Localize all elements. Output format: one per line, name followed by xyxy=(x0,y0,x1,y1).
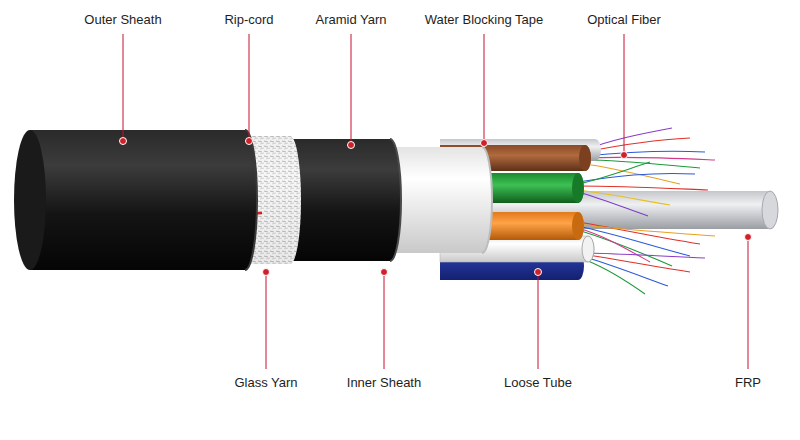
fiber xyxy=(578,190,670,205)
leader-dot xyxy=(246,138,253,145)
leader-dots xyxy=(120,138,752,276)
leader-line xyxy=(123,34,124,141)
fiber xyxy=(578,228,650,262)
fiber xyxy=(578,186,708,190)
fiber xyxy=(588,255,690,272)
leader-dot xyxy=(381,269,388,276)
fiber xyxy=(578,192,648,216)
tube-end xyxy=(572,212,584,240)
fiber xyxy=(585,151,705,156)
fiber xyxy=(578,173,695,182)
fiber xyxy=(578,226,690,256)
fiber xyxy=(588,258,668,286)
part-label: Outer Sheath xyxy=(82,12,163,28)
leader-dot xyxy=(348,142,355,149)
leader-lines xyxy=(123,34,748,369)
frp-end xyxy=(762,191,778,229)
leader-line xyxy=(748,237,749,369)
leader-line xyxy=(249,34,250,141)
leader-dot xyxy=(535,269,542,276)
outer-sheath-body xyxy=(30,130,257,270)
leader-line xyxy=(384,272,385,369)
part-label: Rip-cord xyxy=(222,12,275,28)
leader-dot xyxy=(263,269,270,276)
part-label: Aramid Yarn xyxy=(313,12,388,28)
leader-dot xyxy=(481,140,488,147)
leader-dot xyxy=(621,152,628,159)
leader-line xyxy=(484,34,485,143)
outer-sheath-edge xyxy=(245,130,257,270)
leader-dot xyxy=(745,234,752,241)
part-label: Optical Fiber xyxy=(585,12,663,28)
fiber xyxy=(585,157,715,160)
tape-edge xyxy=(482,147,492,253)
tube-end xyxy=(582,236,594,262)
fiber xyxy=(578,224,715,236)
leader-line xyxy=(266,272,267,369)
fiber xyxy=(588,261,645,294)
part-label: FRP xyxy=(733,375,763,391)
leader-line xyxy=(538,272,539,369)
outer-sheath xyxy=(14,130,257,270)
outer-sheath-end xyxy=(14,130,46,270)
leader-line xyxy=(624,34,625,155)
part-label: Inner Sheath xyxy=(345,375,423,391)
part-label: Water Blocking Tape xyxy=(423,12,546,28)
leader-line xyxy=(351,34,352,145)
leader-dot xyxy=(120,138,127,145)
tube-end xyxy=(572,173,584,203)
inner-sheath-edge xyxy=(390,139,401,261)
tube-end xyxy=(579,145,591,171)
fiber xyxy=(588,253,705,258)
part-label: Loose Tube xyxy=(502,375,574,391)
part-label: Glass Yarn xyxy=(232,375,299,391)
